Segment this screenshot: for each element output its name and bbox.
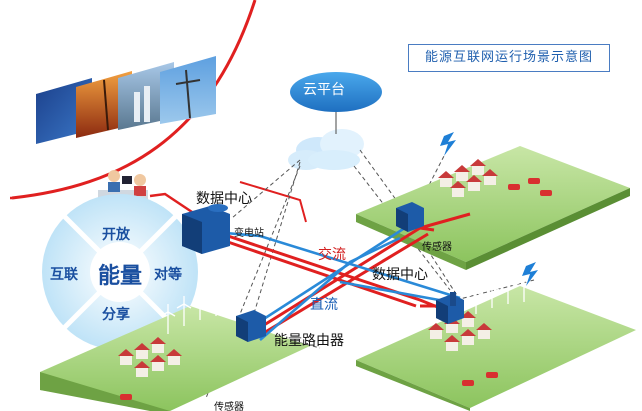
wind-turbine (540, 110, 556, 140)
house (450, 181, 466, 197)
platform-bottom-right (356, 286, 636, 411)
diagram-title: 能源互联网运行场景示意图 (408, 44, 610, 72)
house (134, 343, 150, 359)
wind-turbine (208, 286, 224, 316)
wind-turbine (192, 290, 208, 320)
wind-turbine (524, 108, 540, 138)
lightning-icons (440, 132, 538, 286)
house (444, 335, 460, 351)
wind-turbine (160, 304, 176, 334)
dc-lines (213, 220, 461, 341)
circle-left-text: 互联 (50, 267, 78, 283)
wind-turbine (500, 274, 516, 304)
ac-label: 交流 (318, 247, 346, 263)
house (150, 355, 166, 371)
house (470, 159, 486, 175)
house (460, 329, 476, 345)
house (466, 175, 482, 191)
house (438, 171, 454, 187)
wind-turbine (476, 124, 492, 154)
energy-circle (42, 194, 198, 350)
sensor-bottom-label: 传感器 (214, 402, 244, 411)
substation-label: 变电站 (234, 228, 264, 239)
platform-top-right (356, 146, 630, 270)
wind-turbine (508, 112, 524, 142)
top-red-arc (11, 0, 257, 200)
circle-bottom-text: 分享 (102, 307, 130, 323)
data-center-top-device (182, 204, 230, 254)
dc-label: 直流 (310, 297, 338, 313)
wind-turbines (160, 108, 572, 334)
circle-core-text: 能量 (98, 264, 143, 289)
wind-turbine (556, 114, 572, 144)
photo-tiles (36, 56, 216, 144)
cars (120, 178, 552, 400)
house (428, 323, 444, 339)
cloud-platform-label: 云平台 (303, 82, 345, 98)
sensor-right-label: 传感器 (422, 242, 452, 253)
wind-turbine (176, 296, 192, 326)
data-center-right-label: 数据中心 (372, 267, 428, 283)
wind-turbine (484, 278, 500, 308)
houses (118, 159, 498, 377)
circle-right-text: 对等 (154, 267, 182, 283)
red-link-top (10, 192, 199, 218)
router-device-top-right (396, 202, 424, 232)
house (150, 337, 166, 353)
house (134, 361, 150, 377)
data-center-top-label: 数据中心 (196, 191, 252, 207)
house (476, 323, 492, 339)
house (482, 169, 498, 185)
house (166, 349, 182, 365)
cloud-shape (288, 72, 382, 170)
house (118, 349, 134, 365)
wind-turbine (492, 118, 508, 148)
router-label: 能量路由器 (274, 333, 344, 349)
wind-turbine (468, 284, 484, 314)
house (454, 165, 470, 181)
router-device-left (236, 310, 266, 342)
router-device-bottom-right (436, 292, 464, 324)
circle-top-text: 开放 (102, 227, 130, 243)
